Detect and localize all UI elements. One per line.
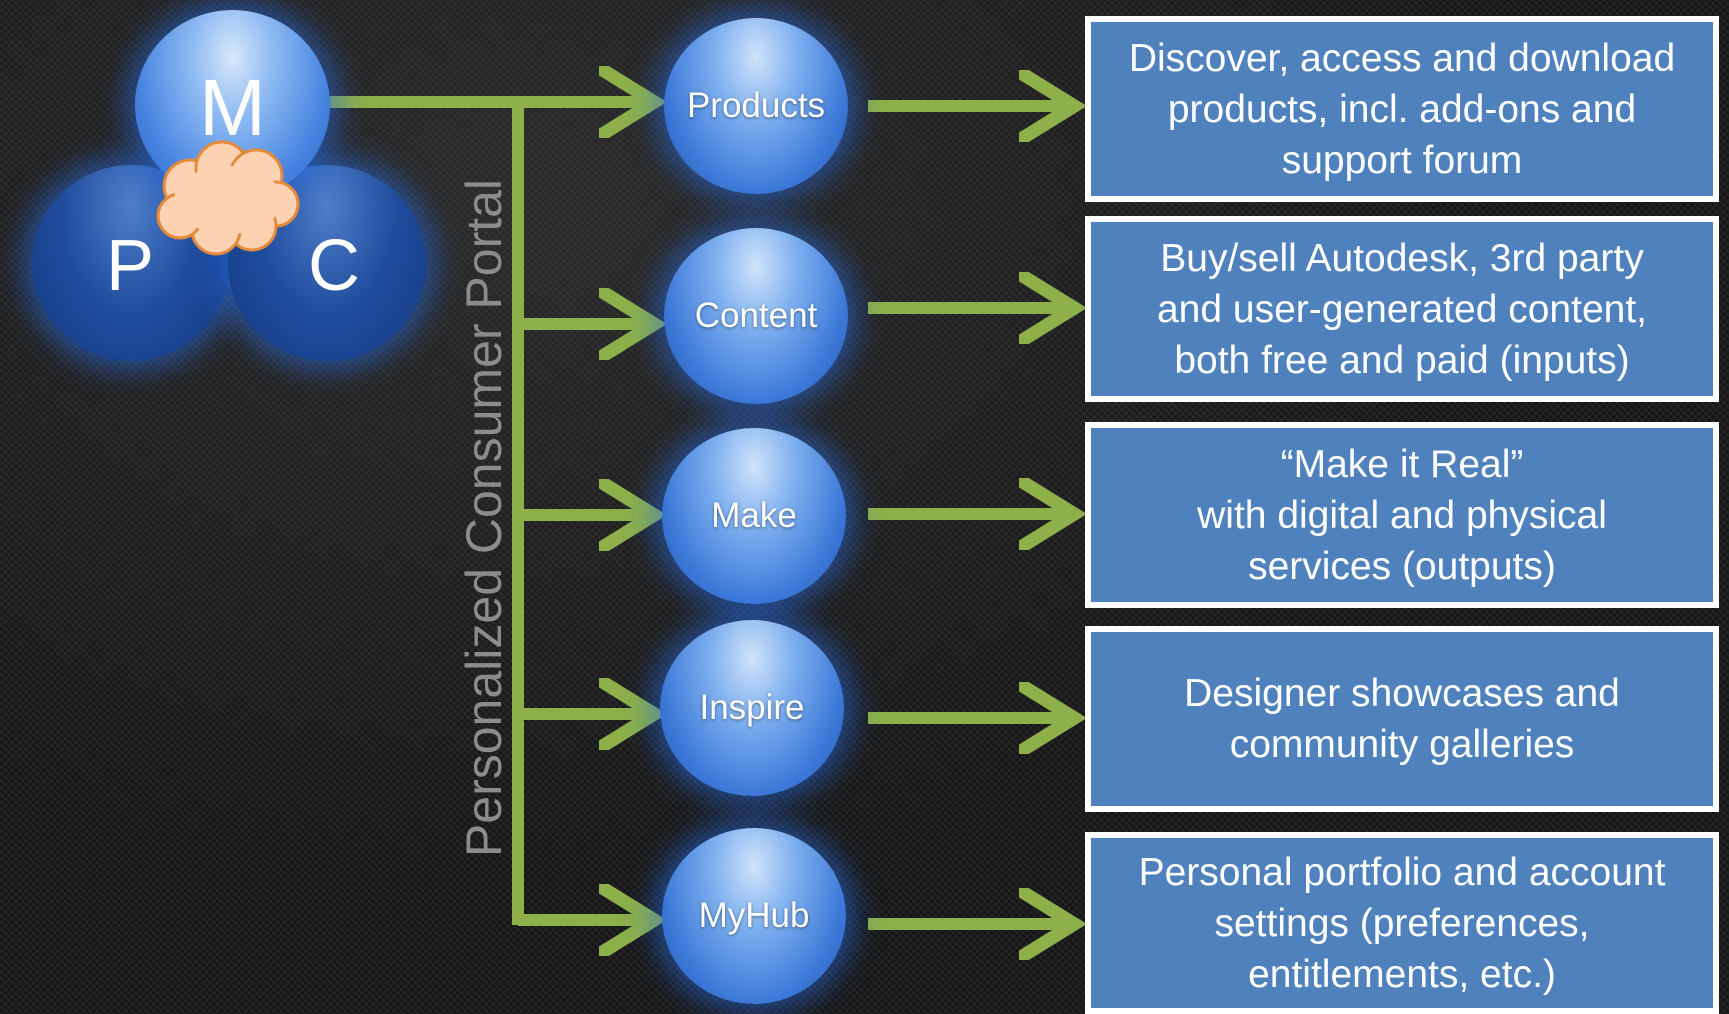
category-orb-make: Make [662, 428, 846, 604]
p-orb: P [32, 165, 230, 361]
cloud-icon [156, 140, 300, 256]
category-label-inspire: Inspire [699, 688, 805, 727]
category-orb-inspire: Inspire [660, 620, 844, 796]
description-box-make: “Make it Real” with digital and physical… [1085, 422, 1719, 608]
category-label-products: Products [686, 86, 826, 125]
category-label-make: Make [711, 496, 797, 535]
category-orb-myhub: MyHub [662, 828, 846, 1004]
description-box-inspire: Designer showcases and community galleri… [1085, 626, 1719, 812]
category-orb-products: Products [664, 18, 848, 194]
m-label: M [199, 63, 266, 152]
description-box-myhub: Personal portfolio and account settings … [1085, 832, 1719, 1014]
description-box-products: Discover, access and download products, … [1085, 16, 1719, 202]
portal-label: Personalized Consumer Portal [456, 178, 512, 858]
category-label-myhub: MyHub [698, 896, 810, 935]
description-box-content: Buy/sell Autodesk, 3rd party and user-ge… [1085, 216, 1719, 402]
category-orb-content: Content [664, 228, 848, 404]
category-label-content: Content [694, 296, 818, 335]
m-orb: M [135, 10, 330, 200]
c-label: C [308, 226, 360, 306]
p-label: P [106, 226, 155, 306]
